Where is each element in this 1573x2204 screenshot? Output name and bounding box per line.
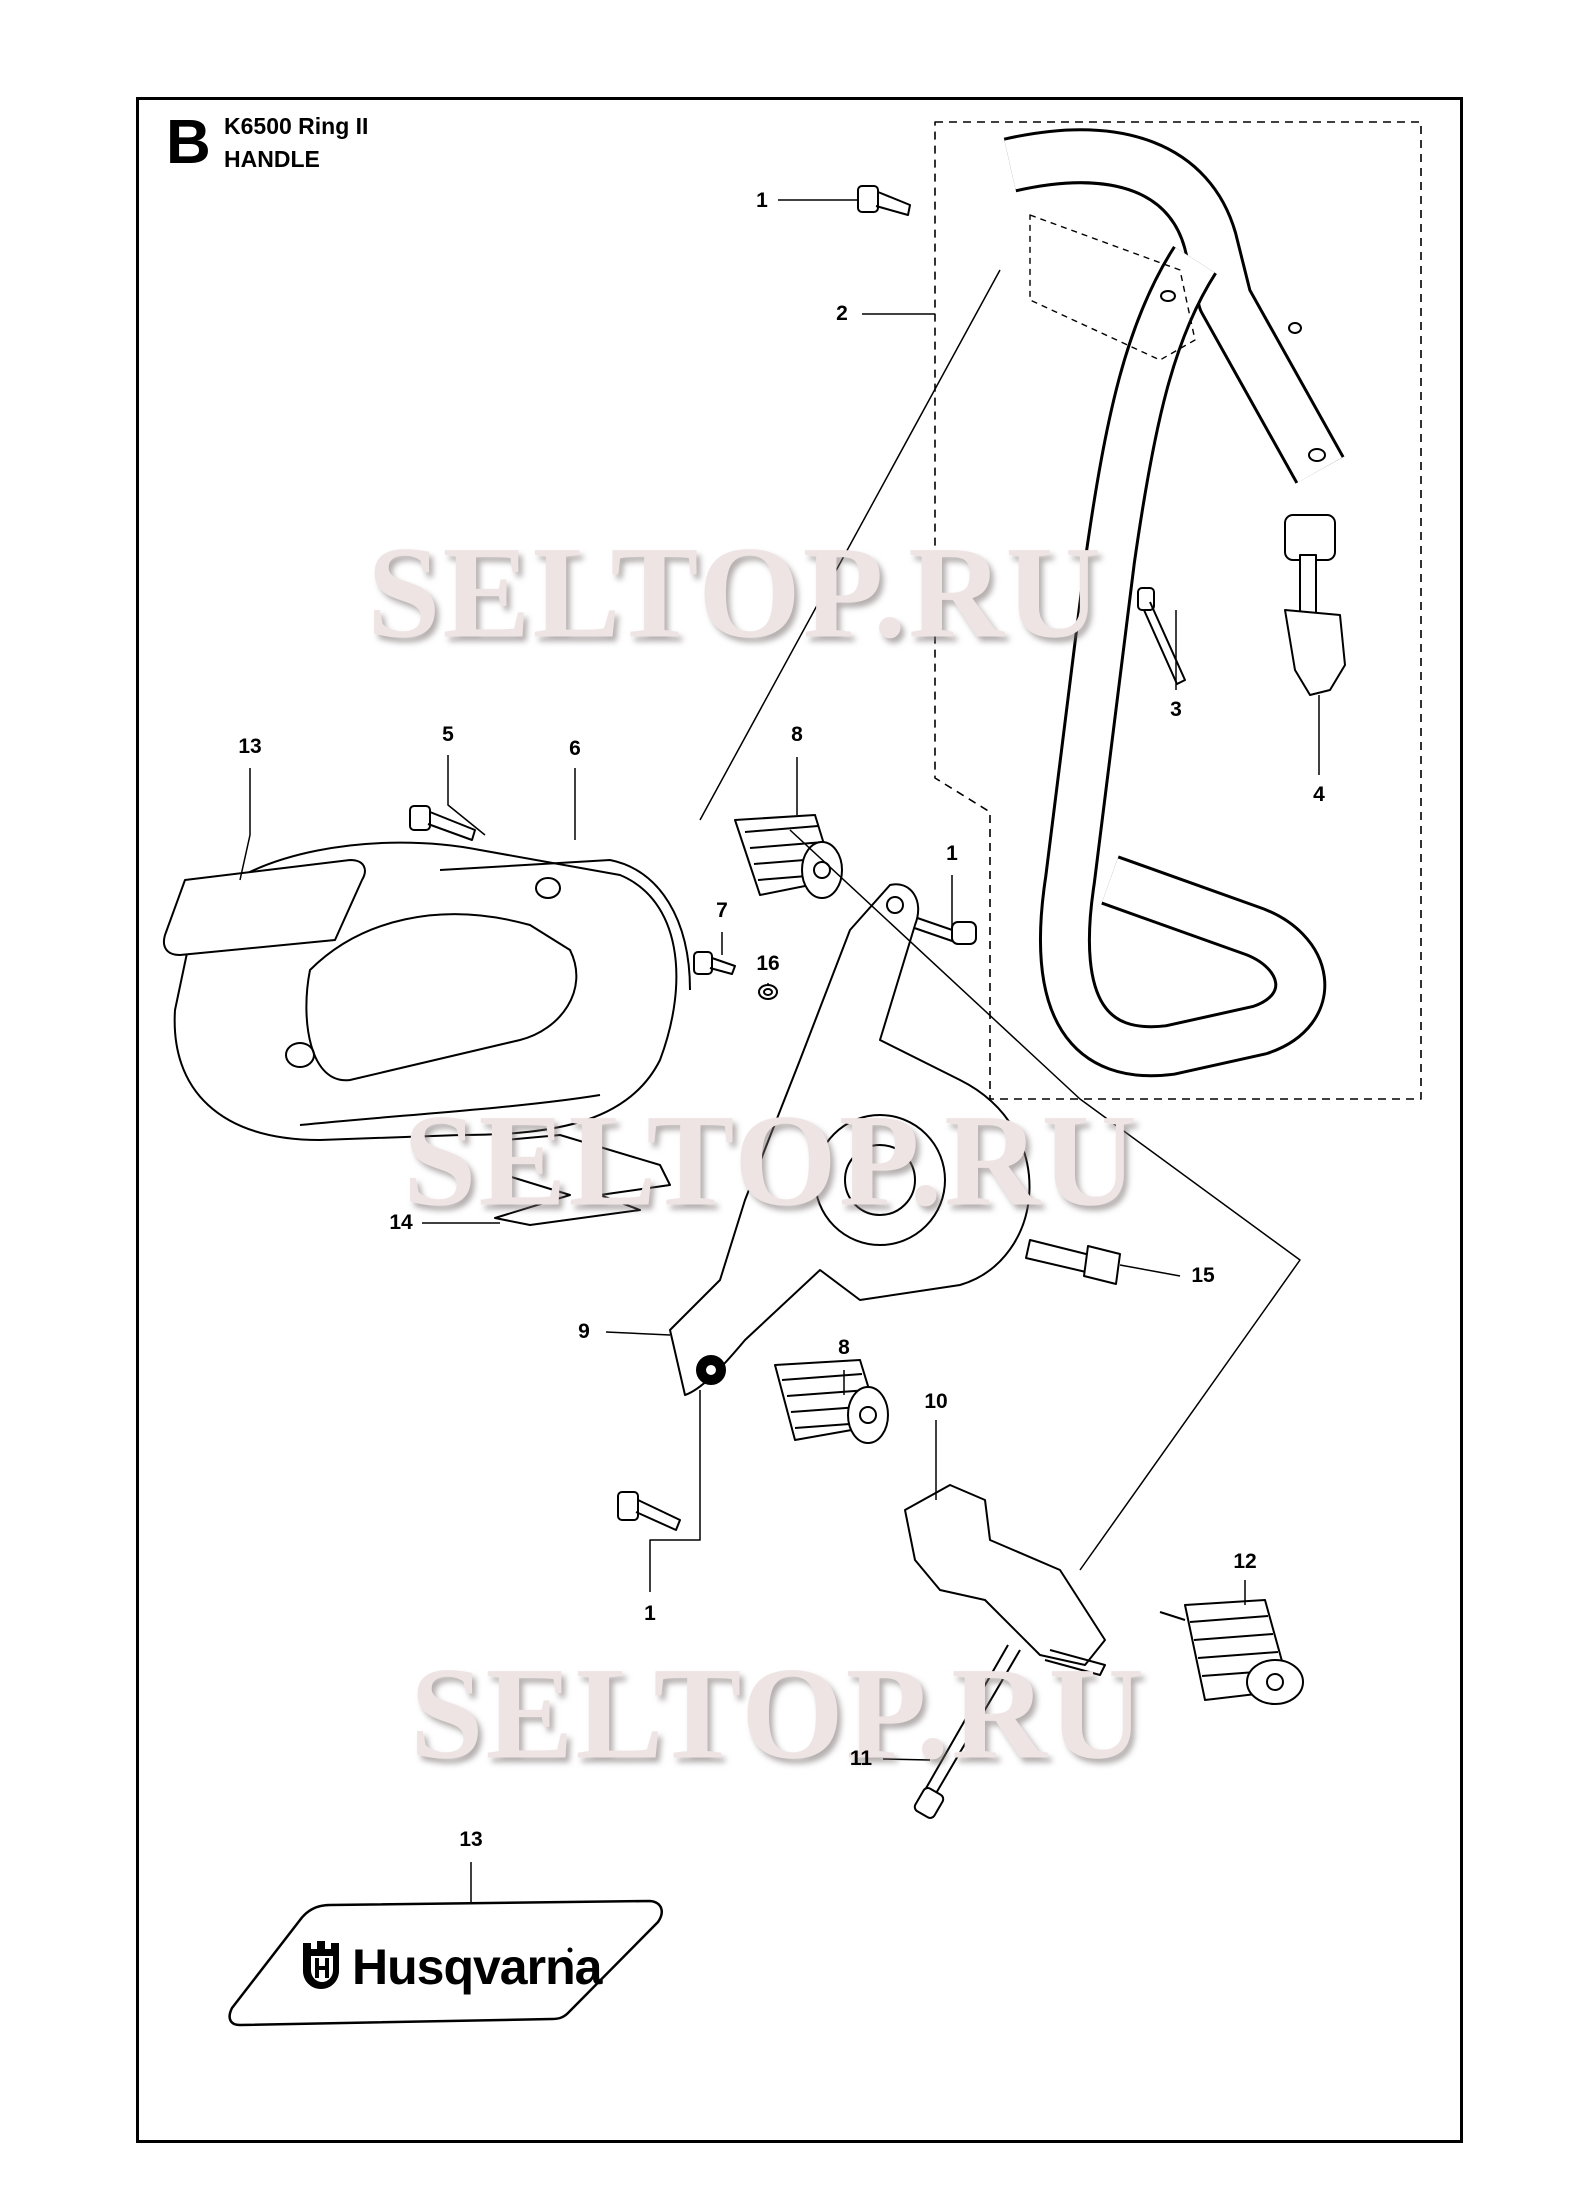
watermark: SELTOP.RU [367,518,1103,666]
handle-lever-part-10 [904,1484,1106,1676]
rubber-buffer-part-12 [1159,1599,1304,1705]
plate-part-14 [494,1134,671,1226]
callout-9: 9 [578,1320,590,1343]
callout-2: 2 [836,302,848,325]
watermark: SELTOP.RU [403,1086,1139,1234]
callout-16: 16 [756,952,780,975]
assembly-title: HANDLE [224,146,320,172]
callout-3: 3 [1170,698,1182,721]
callout-4: 4 [1313,783,1325,806]
handle-bracket-part-9 [669,883,1031,1396]
watermark: SELTOP.RU [410,1639,1146,1787]
bolt-part-1-mid [896,911,977,945]
model-title: K6500 Ring II [224,113,369,139]
callout-1: 1 [644,1602,656,1625]
decal-part-13-small [162,859,366,956]
callout-14: 14 [389,1211,413,1234]
callout-10: 10 [924,1390,948,1413]
screw-part-7 [693,951,736,975]
callout-5: 5 [442,723,454,746]
husqvarna-crown-h-logo-icon [303,1941,573,1989]
bolt-part-1-top [857,185,911,216]
husqvarna-decal-text: Husqvarna [352,1939,602,1995]
screw-part-5 [409,805,476,841]
callout-12: 12 [1233,1550,1257,1573]
rubber-buffer-part-8-top [734,814,843,899]
callout-8: 8 [791,723,803,746]
diagram-frame [136,97,1463,2143]
callout-1: 1 [756,189,768,212]
callout-1: 1 [946,842,958,865]
section-letter: B [166,108,211,177]
callout-13: 13 [459,1828,483,1851]
callout-8: 8 [838,1336,850,1359]
rubber-buffer-part-8-bottom [774,1359,889,1444]
bolt-part-1-bottom [617,1491,681,1531]
bolt-part-15 [1025,1239,1121,1285]
callout-7: 7 [716,899,728,922]
callout-13: 13 [238,735,262,758]
screw-part-3 [1137,587,1186,685]
callout-11: 11 [849,1747,873,1770]
callout-15: 15 [1191,1264,1215,1287]
bolt-part-11 [913,1644,1021,1819]
husqvarna-decal-outline [228,1899,663,2027]
handle-clamp-part-4 [1284,514,1346,696]
washer-part-16 [758,984,778,1000]
callout-6: 6 [569,737,581,760]
handle-tube-part-2 [1003,128,1345,1078]
leader-lines [239,199,1320,1903]
